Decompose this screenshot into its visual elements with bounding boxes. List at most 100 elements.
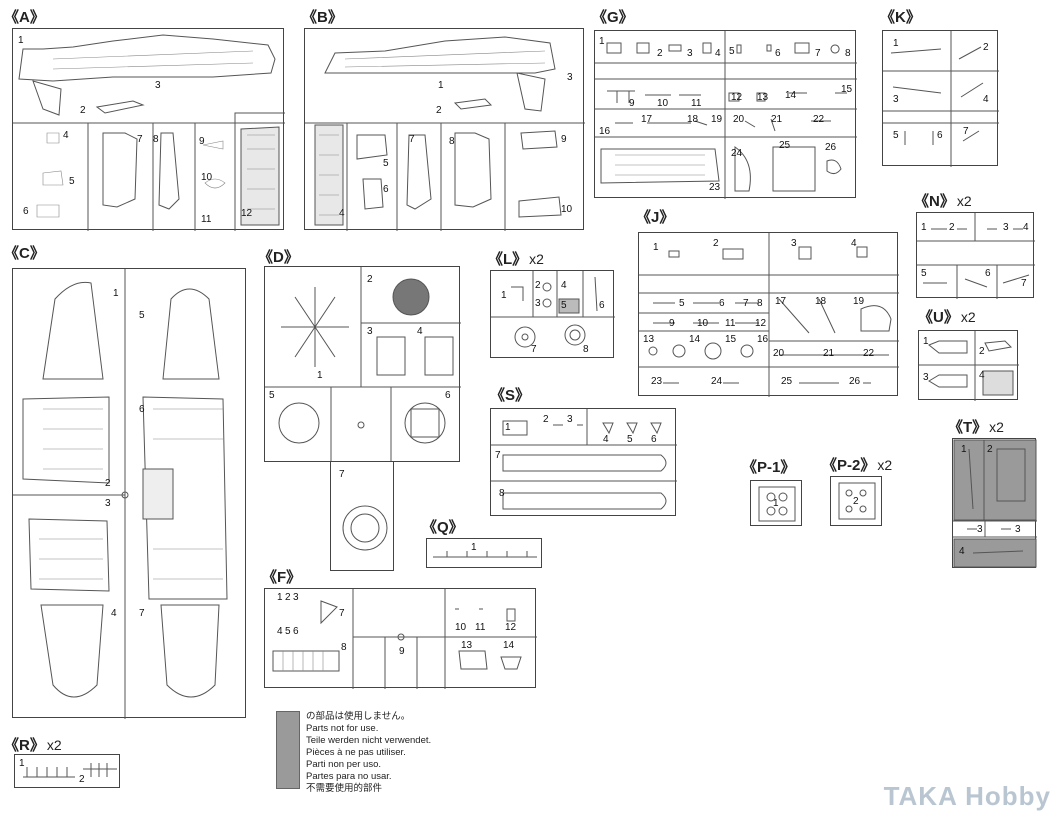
part-number: 21 <box>771 114 783 125</box>
sprue-u-frame: 1 2 3 4 <box>918 330 1019 401</box>
part-number: 13 <box>461 640 473 651</box>
sprue-p1-drawing <box>758 486 796 522</box>
part-number: 4 <box>983 94 989 105</box>
part-number: 7 <box>495 450 501 461</box>
legend-line: Teile werden nicht verwendet. <box>306 735 432 746</box>
part-number: 7 <box>339 608 345 619</box>
sprue-a-title: 《A》 <box>4 9 45 26</box>
sprue-s-frame: 1 2 3 4 5 6 7 8 <box>490 408 677 516</box>
part-number: 6 <box>651 434 657 445</box>
part-number: 3 <box>923 372 929 383</box>
part-number: 7 <box>139 608 145 619</box>
sprue-q-frame: 1 <box>426 538 542 568</box>
part-number: 3 <box>567 414 573 425</box>
part-number: 5 <box>269 390 275 401</box>
part-number: 6 <box>139 404 145 415</box>
sprue-r-frame: 1 2 <box>14 754 120 788</box>
legend-line: Pièces à ne pas utiliser. <box>306 747 406 758</box>
part-number: 7 <box>409 134 415 145</box>
sprue-j-frame: 1 2 3 4 5 6 7 8 9 10 11 12 13 14 15 16 1… <box>638 232 899 397</box>
part-number: 1 <box>923 336 929 347</box>
sprue-g-frame: 1 2 3 4 5 6 7 8 9 10 11 12 13 14 15 16 1… <box>594 30 857 199</box>
part-number: 2 <box>367 274 373 285</box>
part-number: 3 <box>567 72 573 83</box>
part-number: 3 <box>977 524 983 535</box>
part-number: 1 <box>19 758 25 769</box>
part-number: 2 <box>987 444 993 455</box>
part-number: 17 <box>641 114 653 125</box>
sprue-a-drawing <box>13 34 285 231</box>
sprue-n-frame: 1 2 3 4 5 6 7 <box>916 212 1035 299</box>
part-number: 10 <box>455 622 467 633</box>
part-number: 3 <box>293 592 299 603</box>
part-number: 2 <box>949 222 955 233</box>
part-number: 17 <box>775 296 787 307</box>
part-number: 4 <box>959 546 965 557</box>
part-number: 3 <box>893 94 899 105</box>
part-number: 1 <box>961 444 967 455</box>
part-number: 4 <box>851 238 857 249</box>
sprue-r-drawing <box>23 763 117 778</box>
part-number: 11 <box>691 98 702 109</box>
part-number: 2 <box>285 592 291 603</box>
part-number: 2 <box>853 496 859 507</box>
sprue-d-title: 《D》 <box>258 249 299 266</box>
sprue-q-title: 《Q》 <box>422 519 464 536</box>
part-number: 1 <box>113 288 119 299</box>
part-number: 7 <box>339 469 345 480</box>
part-number: 4 <box>339 208 345 219</box>
part-number: 4 <box>561 280 567 291</box>
part-number: 3 <box>687 48 693 59</box>
part-number: 23 <box>709 182 721 193</box>
sprue-c-title: 《C》 <box>4 245 45 262</box>
part-number: 1 <box>438 80 444 91</box>
part-number: 6 <box>937 130 943 141</box>
sprue-l-title: 《L》x2 <box>488 251 544 268</box>
part-number: 11 <box>725 318 736 329</box>
part-number: 2 <box>983 42 989 53</box>
part-number: 19 <box>711 114 723 125</box>
part-number: 8 <box>499 488 505 499</box>
legend-line: Parti non per uso. <box>306 759 381 770</box>
part-number: 2 <box>79 774 85 785</box>
part-number: 10 <box>561 204 573 215</box>
part-number: 4 <box>979 370 985 381</box>
part-number: 1 <box>893 38 899 49</box>
part-number: 12 <box>755 318 767 329</box>
part-number: 9 <box>669 318 675 329</box>
part-number: 5 <box>679 298 685 309</box>
part-number: 5 <box>921 268 927 279</box>
part-number: 5 <box>139 310 145 321</box>
part-number: 24 <box>711 376 723 387</box>
part-number: 23 <box>651 376 663 387</box>
part-number: 4 <box>63 130 69 141</box>
part-number: 8 <box>153 134 159 145</box>
part-number: 8 <box>845 48 851 59</box>
sprue-b-drawing <box>305 36 585 231</box>
sprue-t-drawing <box>953 439 1037 568</box>
part-number: 3 <box>535 298 541 309</box>
part-number: 6 <box>445 390 451 401</box>
part-number: 8 <box>757 298 763 309</box>
sprue-t-title: 《T》x2 <box>948 419 1004 436</box>
part-number: 11 <box>201 214 212 225</box>
sprue-j-title: 《J》 <box>636 209 675 226</box>
sprue-d-drawing <box>265 267 461 463</box>
part-number: 14 <box>785 90 797 101</box>
part-number: 14 <box>689 334 701 345</box>
unused-parts-legend: の部品は使用しません。 Parts not for use. Teile wer… <box>306 711 431 795</box>
part-number: 5 <box>285 626 291 637</box>
sprue-r-title: 《R》x2 <box>4 737 62 754</box>
part-number: 4 <box>417 326 423 337</box>
part-number: 7 <box>531 344 537 355</box>
part-number: 1 <box>501 290 507 301</box>
sprue-f-frame: 1 2 3 4 5 6 7 8 9 10 11 12 13 14 <box>264 588 537 689</box>
part-number: 2 <box>543 414 549 425</box>
part-number: 14 <box>503 640 515 651</box>
part-number: 7 <box>1021 278 1027 289</box>
sprue-f-drawing <box>272 589 537 689</box>
part-number: 1 <box>505 422 511 433</box>
sprue-f-title: 《F》 <box>262 569 302 586</box>
part-number: 24 <box>731 148 743 159</box>
sprue-b-title: 《B》 <box>302 9 343 26</box>
